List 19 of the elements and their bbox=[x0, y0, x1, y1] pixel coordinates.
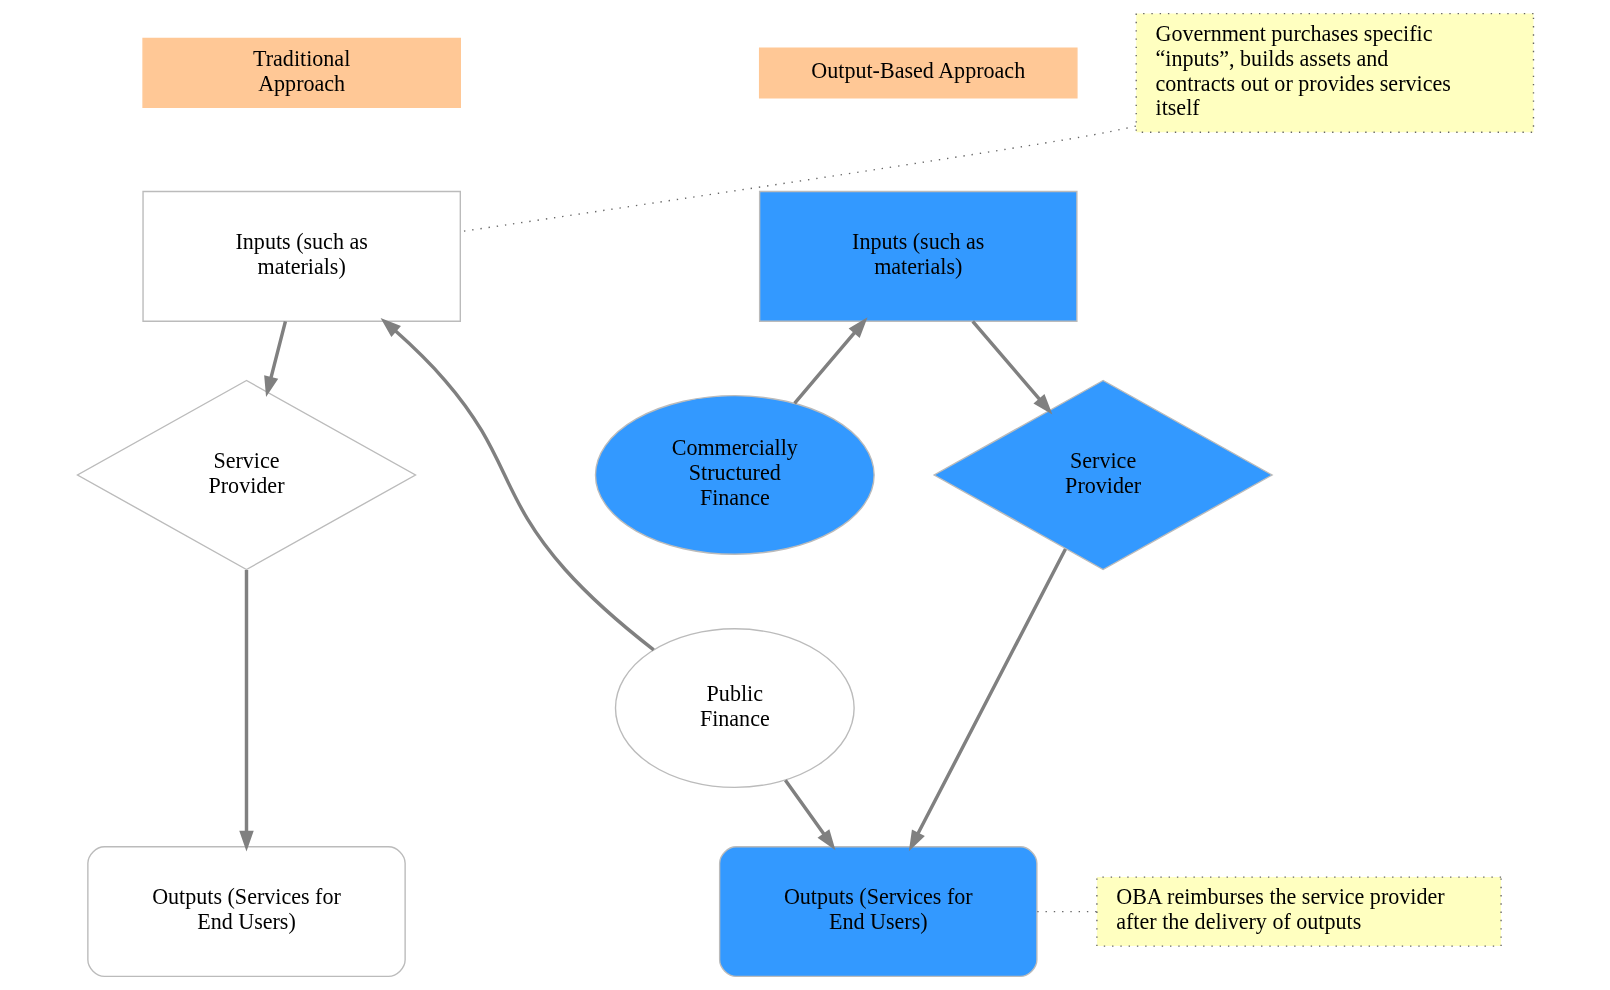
node-box: Outputs (Services for End Users) bbox=[718, 846, 1038, 978]
node-box: Outputs (Services for End Users) bbox=[86, 846, 406, 978]
arrow bbox=[970, 320, 1052, 415]
node-box: OBA reimburses the service provider after the delivery of outputs bbox=[1095, 876, 1502, 947]
node-box: Inputs (such as materials) bbox=[141, 190, 461, 322]
node-diamond: Service Provider bbox=[932, 379, 1273, 571]
node-ellipse: Commercially Structured Finance bbox=[594, 395, 875, 555]
arrow bbox=[792, 317, 868, 405]
node-ellipse: Public Finance bbox=[614, 628, 855, 789]
node-box: Government purchases specific “inputs”, builds assets and contracts out or provides services itself bbox=[1135, 12, 1534, 133]
arrow bbox=[263, 320, 287, 398]
arrow bbox=[380, 317, 655, 652]
node-box: Inputs (such as materials) bbox=[758, 190, 1078, 322]
node-box: Output-Based Approach bbox=[758, 47, 1078, 99]
arrow bbox=[908, 548, 1067, 852]
arrow bbox=[783, 779, 835, 851]
arrow bbox=[238, 569, 254, 852]
node-box: Traditional Approach bbox=[141, 37, 461, 109]
node-diamond: Service Provider bbox=[75, 379, 417, 571]
